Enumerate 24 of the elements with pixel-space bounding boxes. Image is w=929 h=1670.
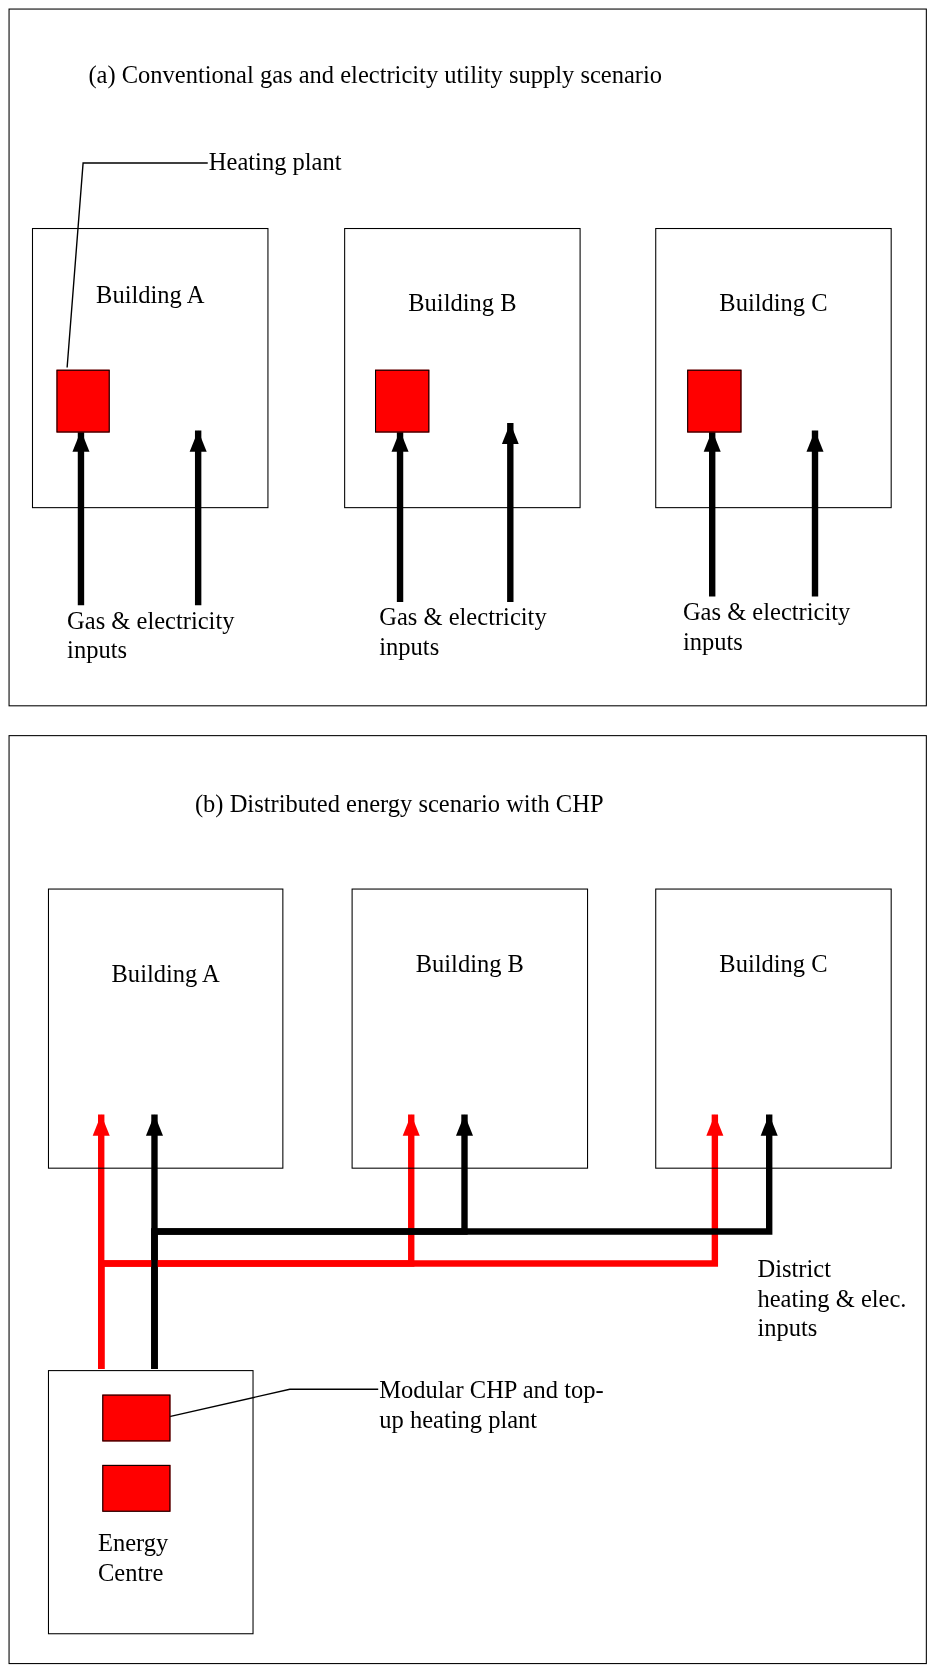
panel-title: (b) Distributed energy scenario with CHP	[194, 789, 604, 819]
callout-text: Modular CHP and top-up heating plant	[379, 1375, 609, 1482]
plant-square	[102, 1394, 171, 1442]
plant-square	[687, 369, 742, 433]
callout-text: Gas & electricity inputs	[379, 603, 593, 672]
plant-square	[56, 369, 110, 433]
arrow	[189, 430, 207, 606]
callout-text: Heating plant	[208, 148, 385, 183]
building-label: Building A	[110, 959, 221, 990]
panel-title: (a) Conventional gas and electricity utility supply scenario	[88, 60, 663, 91]
building-box	[31, 228, 269, 509]
leader-line	[66, 162, 209, 369]
building-label: Building B	[407, 288, 518, 319]
callout-text: Gas & electricity inputs	[67, 606, 281, 675]
building-label: Building A	[95, 280, 206, 310]
box-label: Energy Centre	[98, 1528, 170, 1588]
callout-text: Gas & electricity inputs	[682, 597, 896, 666]
plant-square	[375, 369, 430, 433]
building-label: Building B	[414, 949, 525, 979]
building-label: Building C	[718, 949, 829, 979]
arrow	[806, 430, 824, 597]
plant-square	[102, 1464, 171, 1512]
note-text: District heating & elec. inputs	[757, 1255, 907, 1344]
building-label: Building C	[718, 288, 829, 319]
